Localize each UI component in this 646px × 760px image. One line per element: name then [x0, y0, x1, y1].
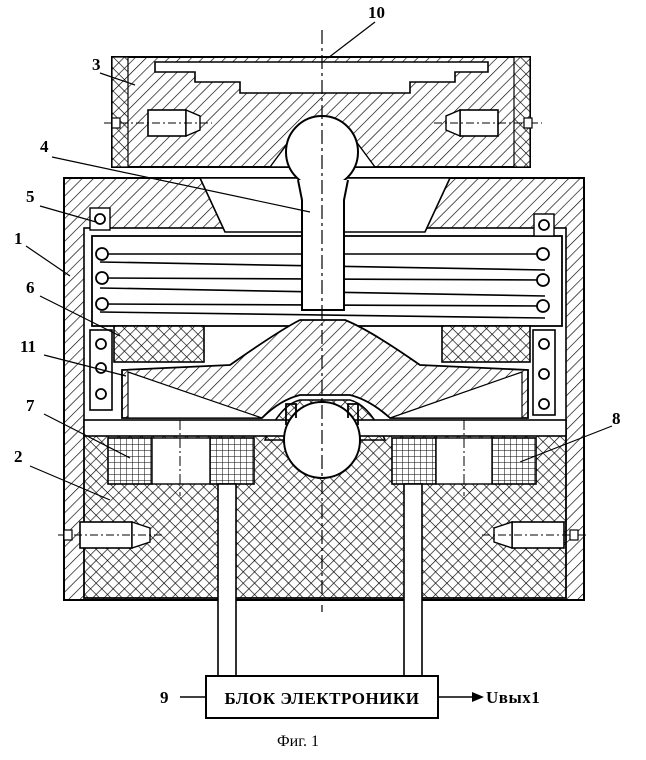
label-9: 9 [160, 688, 169, 707]
output-label: Uвых1 [486, 688, 540, 707]
label-5: 5 [26, 187, 35, 206]
output-arrow-icon [472, 692, 484, 702]
label-7: 7 [26, 396, 35, 415]
electronics-block: БЛОК ЭЛЕКТРОНИКИ Uвых1 [180, 676, 540, 718]
label-1: 1 [14, 229, 23, 248]
label-4: 4 [40, 137, 49, 156]
label-8: 8 [612, 409, 621, 428]
label-3: 3 [92, 55, 101, 74]
label-11: 11 [20, 337, 36, 356]
label-6: 6 [26, 278, 35, 297]
electronics-block-label: БЛОК ЭЛЕКТРОНИКИ [225, 689, 420, 708]
figure-caption: Фиг. 1 [277, 733, 319, 750]
label-10: 10 [368, 3, 385, 22]
label-2: 2 [14, 447, 23, 466]
